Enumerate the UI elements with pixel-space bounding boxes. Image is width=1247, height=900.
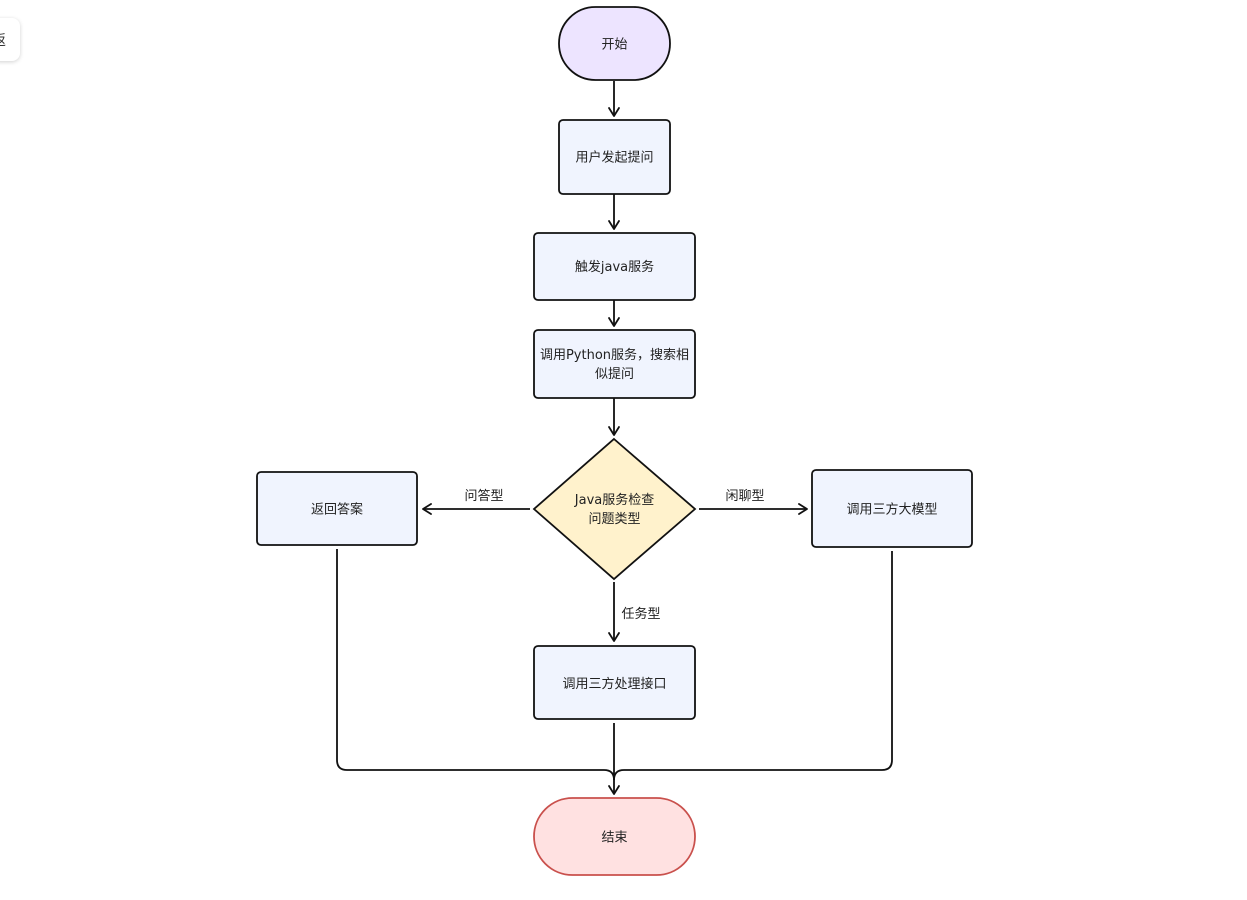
node-llm-label: 调用三方大模型 [846, 502, 937, 518]
node-answer-label: 返回答案 [311, 502, 363, 518]
edge-answer-to-end [336, 549, 615, 781]
node-llm-shape [811, 469, 973, 548]
node-end[interactable]: 结束 [533, 797, 696, 876]
node-java-shape [533, 232, 696, 301]
node-python-label-line2: 似提问 [595, 366, 634, 382]
node-check-shape [532, 437, 697, 581]
edge-label-chat: 闲聊型 [725, 489, 764, 504]
node-api-label: 调用三方处理接口 [562, 676, 666, 692]
node-java-label: 触发java服务 [575, 259, 654, 275]
node-python-label-line1: 调用Python服务，搜索相 [540, 347, 689, 363]
node-answer[interactable]: 返回答案 [256, 471, 418, 546]
node-python[interactable]: 调用Python服务，搜索相 似提问 [533, 329, 696, 399]
edge-label-qa: 问答型 [464, 488, 503, 504]
node-java[interactable]: 触发java服务 [533, 232, 696, 301]
node-start-label: 开始 [601, 38, 627, 53]
node-answer-shape [256, 471, 418, 546]
node-start-shape [558, 6, 671, 81]
node-check-label-line1: Java服务检查 [574, 492, 654, 508]
node-ask-shape [558, 119, 671, 195]
node-ask[interactable]: 用户发起提问 [558, 119, 671, 195]
node-api[interactable]: 调用三方处理接口 [533, 645, 696, 720]
node-llm[interactable]: 调用三方大模型 [811, 469, 973, 548]
node-start[interactable]: 开始 [558, 6, 671, 81]
node-python-shape [533, 329, 696, 399]
node-ask-label: 用户发起提问 [575, 150, 653, 166]
node-end-shape [533, 797, 696, 876]
edge-llm-to-end [613, 551, 893, 781]
edges [336, 81, 893, 795]
node-api-shape [533, 645, 696, 720]
node-check-label-line2: 问题类型 [588, 512, 640, 527]
node-check[interactable]: Java服务检查 问题类型 [532, 437, 697, 581]
node-end-label: 结束 [601, 831, 627, 846]
side-tab-label: 返 [0, 30, 6, 50]
side-tab[interactable]: 返 [0, 18, 20, 61]
edge-label-task: 任务型 [621, 606, 660, 622]
